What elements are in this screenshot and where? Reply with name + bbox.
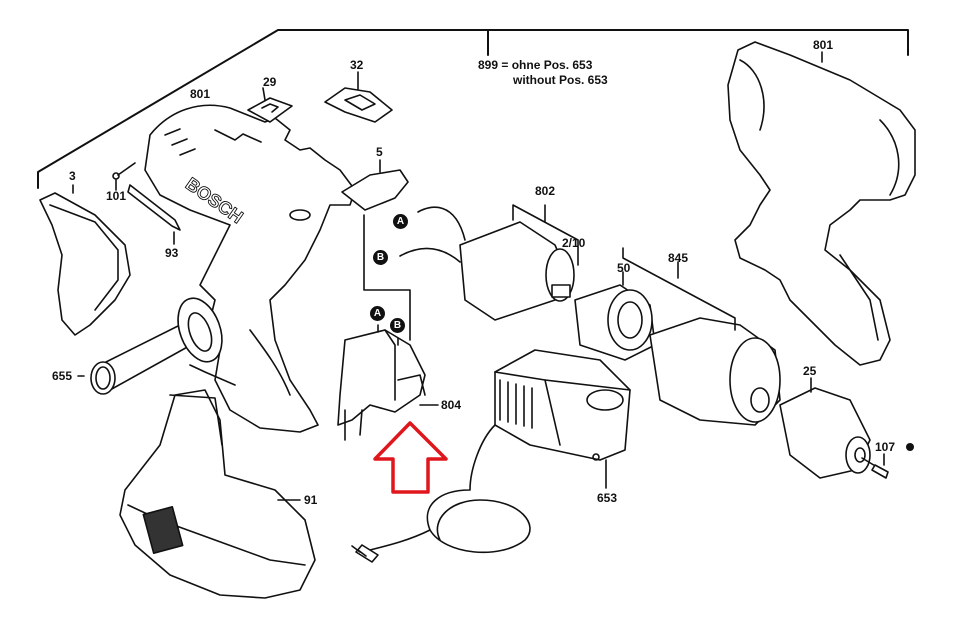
- leader-line: [363, 214, 411, 341]
- switch-connector-a-badge: A: [370, 306, 385, 321]
- label-107: 107: [875, 440, 896, 454]
- label-801-left: 801: [190, 87, 211, 101]
- part-93-pin: [127, 184, 181, 245]
- label-653: 653: [597, 491, 618, 505]
- part-845-gearbox: [622, 247, 781, 426]
- label-804: 804: [441, 398, 462, 412]
- label-801-right: 801: [813, 38, 834, 52]
- part-29: [247, 87, 293, 123]
- part-91-battery: [119, 389, 316, 599]
- part-804-switch: [337, 324, 439, 441]
- label-655: 655: [52, 369, 73, 383]
- label-32: 32: [350, 58, 364, 72]
- label-5: 5: [376, 145, 383, 159]
- note-line-1: 899 = ohne Pos. 653: [478, 58, 593, 72]
- part-107-screw: [861, 453, 889, 479]
- note-line-2: without Pos. 653: [513, 73, 608, 87]
- part-802-motor: [399, 204, 579, 321]
- label-3: 3: [69, 169, 76, 183]
- label-50: 50: [617, 261, 631, 275]
- part-653-charger: [351, 349, 631, 563]
- label-845: 845: [668, 251, 689, 265]
- set-bracket: [37, 29, 909, 189]
- part-3: [39, 184, 131, 336]
- part-50: [574, 271, 656, 361]
- label-101: 101: [106, 189, 127, 203]
- label-802: 802: [535, 184, 556, 198]
- connector-b-badge: B: [373, 250, 388, 265]
- connector-a-badge: A: [393, 214, 408, 229]
- label-91: 91: [304, 493, 318, 507]
- part-5: [341, 159, 409, 211]
- highlight-arrow-icon: [373, 421, 448, 494]
- part-32: [324, 71, 393, 123]
- part-655-handle: [77, 297, 223, 395]
- label-93: 93: [165, 246, 179, 260]
- part-101-screw: [112, 162, 136, 191]
- label-29: 29: [263, 75, 277, 89]
- housing-right-801: [727, 41, 916, 366]
- switch-connector-b-badge: B: [390, 318, 405, 333]
- label-2-10: 2/10: [562, 236, 586, 250]
- part-25-chuck: [779, 377, 871, 479]
- housing-left-801: [144, 104, 356, 433]
- label-25: 25: [803, 364, 817, 378]
- marker-dot-icon: [906, 443, 914, 451]
